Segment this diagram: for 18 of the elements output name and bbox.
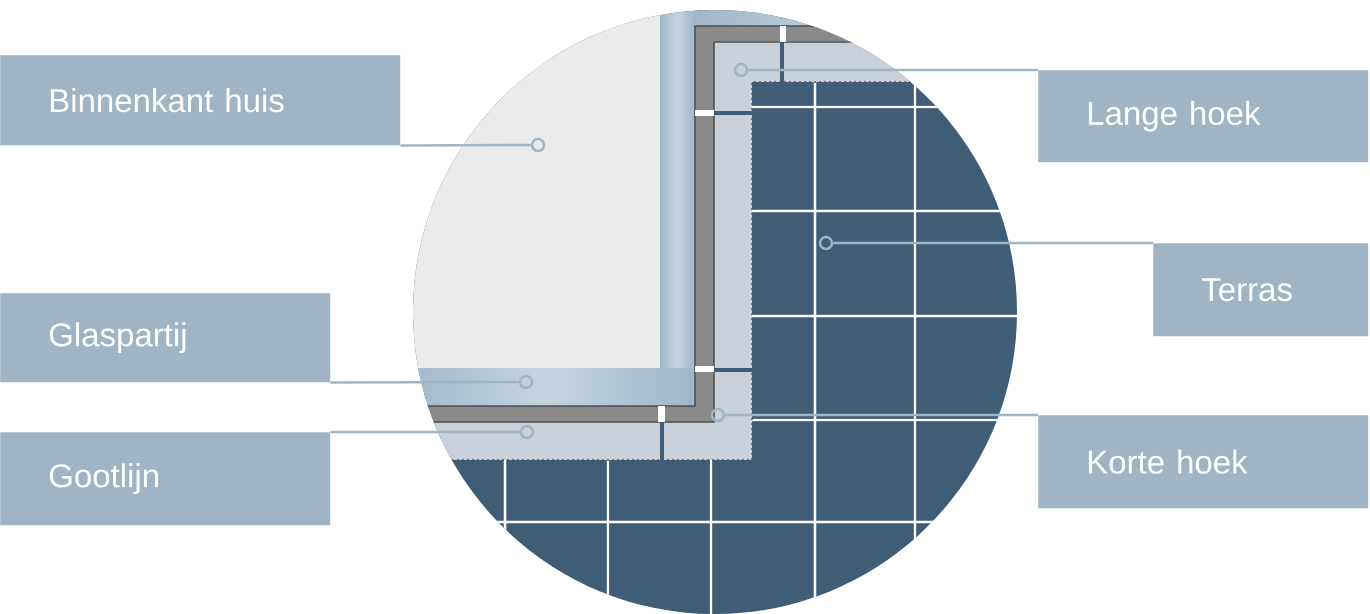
leader-line [748,68,1038,72]
label-box: Glaspartij [0,293,331,383]
label-box: Gootlijn [0,432,331,526]
leader-line [400,143,531,147]
ring-marker [518,374,534,390]
leader-line [725,413,1038,417]
ring-marker [818,235,834,251]
label-box: Terras [1153,243,1369,337]
ring-marker [710,407,726,423]
ring-marker [733,62,749,78]
label-box: Lange hoek [1038,70,1369,163]
leader-line [330,380,519,384]
ring-marker [530,137,546,153]
label-box: Binnenkant huis [0,55,401,146]
ring-marker [519,424,535,440]
label-box: Korte hoek [1038,415,1369,509]
leader-line [330,430,520,434]
leader-line [833,241,1153,245]
